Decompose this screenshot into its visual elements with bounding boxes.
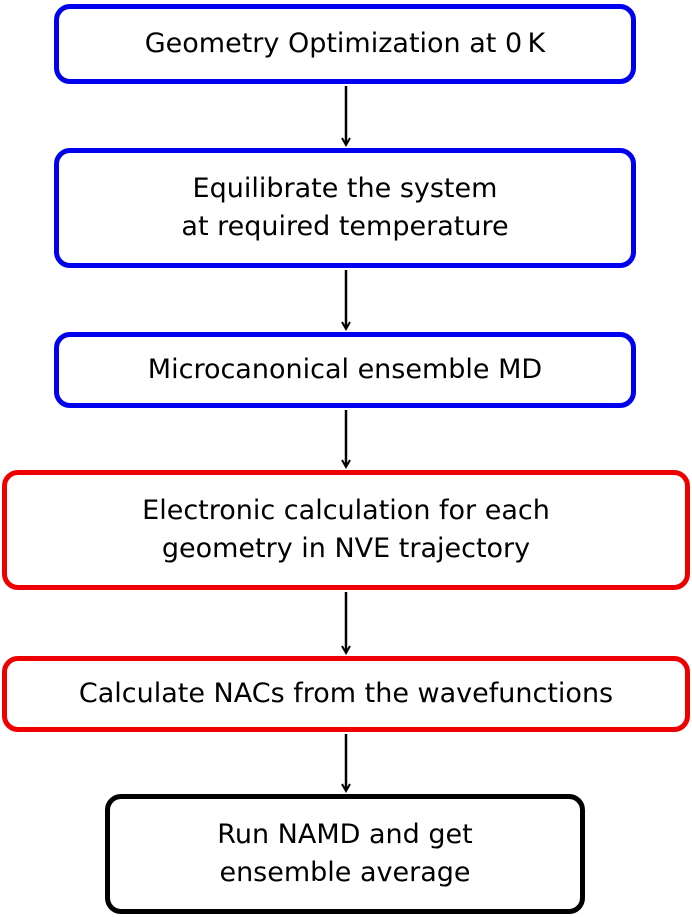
step-label: Equilibrate the system at required tempe… — [181, 170, 508, 246]
step-text-line: geometry in NVE trajectory — [161, 533, 531, 564]
step-microcanonical-md: Microcanonical ensemble MD — [54, 332, 636, 408]
step-geometry-optimization: Geometry Optimization at 0 K — [54, 4, 636, 84]
step-text-line: Calculate NACs from the wavefunctions — [78, 678, 614, 709]
step-text-line: Run NAMD and get — [217, 819, 473, 850]
step-label: Electronic calculation for each geometry… — [142, 492, 550, 568]
step-label: Microcanonical ensemble MD — [148, 351, 542, 389]
step-run-namd: Run NAMD and get ensemble average — [105, 794, 585, 914]
step-label: Run NAMD and get ensemble average — [217, 816, 472, 892]
step-electronic-calculation: Electronic calculation for each geometry… — [2, 470, 690, 590]
step-text-line: ensemble average — [219, 857, 471, 888]
step-text-line: Microcanonical ensemble MD — [147, 354, 543, 385]
step-text-line: Geometry Optimization at 0 K — [144, 28, 546, 59]
step-label: Geometry Optimization at 0 K — [145, 25, 546, 63]
step-calculate-nacs: Calculate NACs from the wavefunctions — [2, 656, 690, 732]
step-text-line: Electronic calculation for each — [142, 495, 550, 526]
step-equilibrate-system: Equilibrate the system at required tempe… — [54, 148, 636, 268]
step-text-line: at required temperature — [181, 211, 509, 242]
step-text-line: Equilibrate the system — [192, 173, 498, 204]
step-label: Calculate NACs from the wavefunctions — [79, 675, 613, 713]
